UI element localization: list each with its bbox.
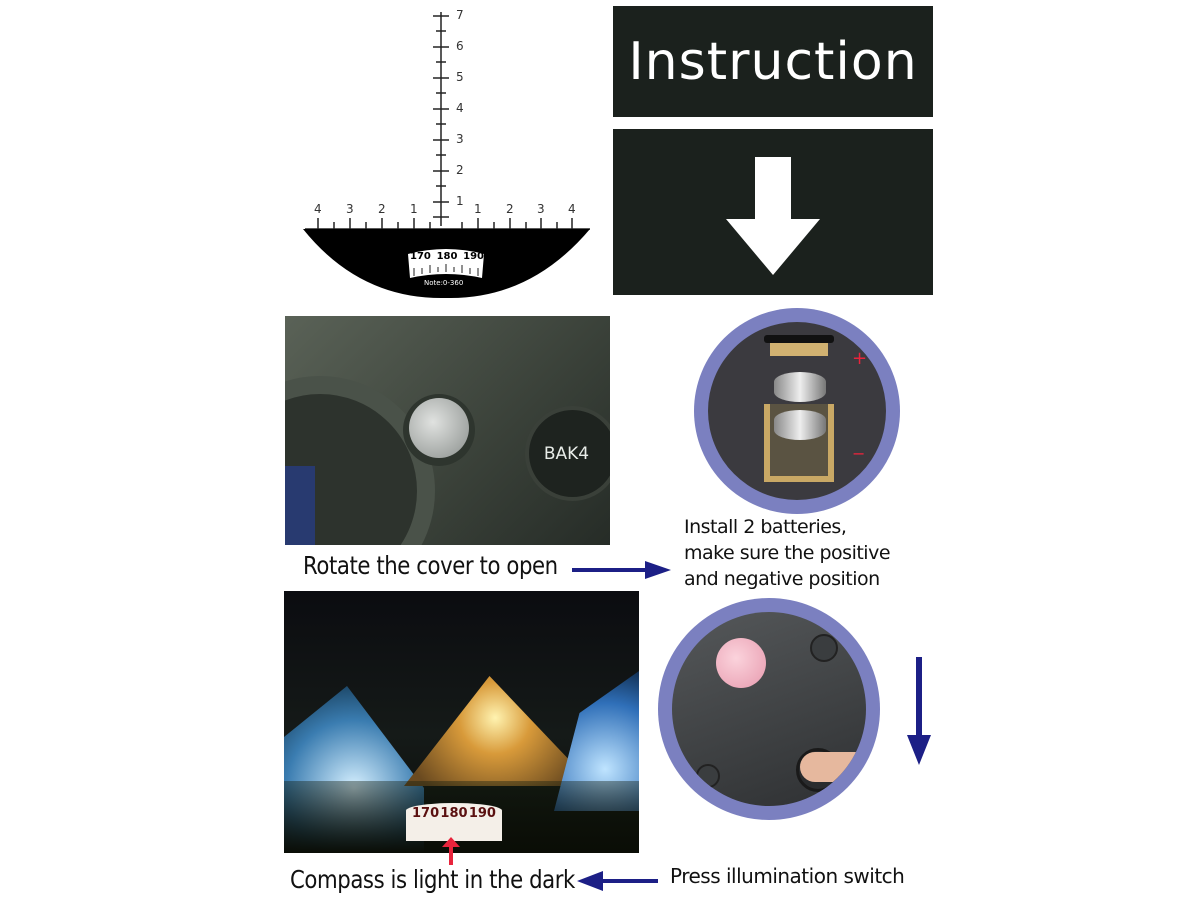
arrow-panel <box>613 129 933 295</box>
install-line: Install 2 batteries, <box>684 516 847 538</box>
down-arrow-icon <box>907 657 931 765</box>
horizontal-label: 1 <box>410 202 418 216</box>
battery-coin <box>774 372 826 402</box>
horizontal-label: 2 <box>506 202 514 216</box>
night-tent-photo: 170 180 190 <box>284 591 639 853</box>
compass-value: 190 <box>463 251 484 262</box>
compass-note: Note:0-360 <box>424 279 464 287</box>
horizontal-label: 4 <box>314 202 322 216</box>
compass-value: 190 <box>468 806 496 821</box>
illumination-switch-diagram <box>658 598 880 820</box>
vertical-label: 1 <box>456 194 464 208</box>
horizontal-label: 1 <box>474 202 482 216</box>
compass-dark-caption: Compass is light in the dark <box>290 865 575 894</box>
horizontal-label: 2 <box>378 202 386 216</box>
vertical-label: 5 <box>456 70 464 84</box>
up-arrow-icon <box>442 837 460 865</box>
battery-coin <box>774 410 826 440</box>
pink-button <box>716 638 766 688</box>
vertical-label: 2 <box>456 163 464 177</box>
down-arrow-icon <box>726 157 820 275</box>
left-arrow-icon <box>577 871 658 891</box>
horizontal-label: 4 <box>568 202 576 216</box>
vertical-label: 6 <box>456 39 464 53</box>
horizontal-label: 3 <box>537 202 545 216</box>
compass-value: 170 <box>410 251 431 262</box>
night-compass-scale: 170 180 190 <box>406 803 502 841</box>
battery-diagram: + − <box>694 308 900 514</box>
finger <box>800 752 866 782</box>
compass-value: 180 <box>440 806 468 821</box>
right-arrow-icon <box>572 561 671 579</box>
vertical-label: 7 <box>456 8 464 22</box>
vertical-label: 3 <box>456 132 464 146</box>
compass-scale: 170 180 190 <box>410 251 484 262</box>
press-caption: Press illumination switch <box>670 864 905 888</box>
battery-cover-screw <box>409 398 469 458</box>
bak4-label: BAK4 <box>543 443 590 464</box>
binocular-cover-photo: BAK4 <box>285 316 610 545</box>
positive-sign: + <box>852 348 868 369</box>
reticle-lines <box>303 12 590 299</box>
negative-sign: − <box>852 444 866 463</box>
compass-value: 180 <box>436 251 458 262</box>
vertical-label: 4 <box>456 101 464 115</box>
compass-value: 170 <box>412 806 440 821</box>
install-line: and negative position <box>684 568 880 590</box>
horizontal-label: 3 <box>346 202 354 216</box>
instruction-banner: Instruction <box>613 6 933 117</box>
rotate-caption: Rotate the cover to open <box>303 551 558 580</box>
install-caption: Install 2 batteries, make sure the posit… <box>684 514 891 592</box>
page-title: Instruction <box>628 31 918 92</box>
install-line: make sure the positive <box>684 542 891 564</box>
